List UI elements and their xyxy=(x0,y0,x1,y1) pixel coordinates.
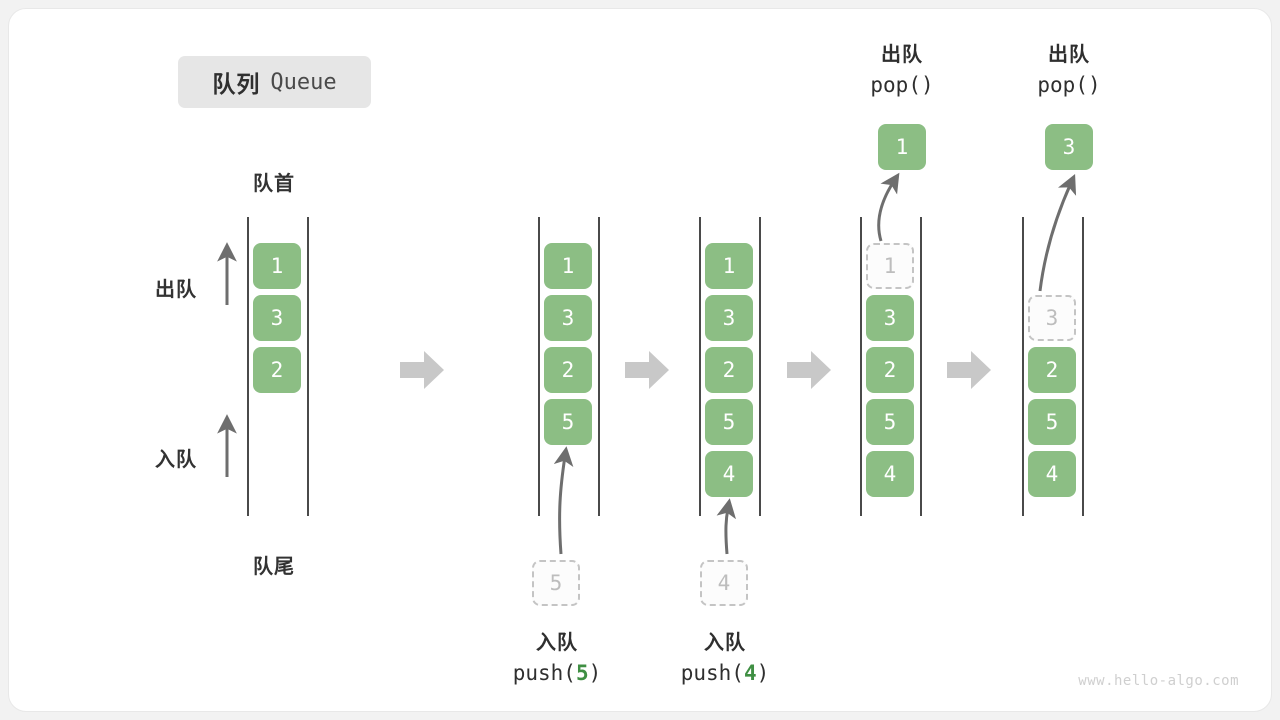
panel2-element-1: 3 xyxy=(544,295,592,341)
pop-1-arrow xyxy=(877,172,900,242)
pop-1-result-box: 1 xyxy=(878,124,926,170)
panel5-rail-right xyxy=(1082,217,1084,516)
panel2-rail-left xyxy=(538,217,540,516)
pop-3-caption-code: pop() xyxy=(1037,73,1101,97)
title-english: Queue xyxy=(270,69,337,95)
pop-3-caption-cn: 出队 xyxy=(1048,44,1090,66)
push-5-caption-cn: 入队 xyxy=(536,632,578,654)
panel4-element-3: 4 xyxy=(866,451,914,497)
pop-1-caption-code: pop() xyxy=(870,73,934,97)
pop-3-arrow xyxy=(1038,173,1077,292)
panel1-element-1: 3 xyxy=(253,295,301,341)
watermark: www.hello-algo.com xyxy=(1078,673,1239,689)
panel2-element-2: 2 xyxy=(544,347,592,393)
panel5-element-2: 4 xyxy=(1028,451,1076,497)
step-arrow-1 xyxy=(400,351,444,389)
panel1-rail-left xyxy=(247,217,249,516)
panel5-popped-ghost: 3 xyxy=(1028,295,1076,341)
dequeue-direction-label: 出队 xyxy=(155,279,197,301)
step-arrow-2 xyxy=(625,351,669,389)
push-5-arrow xyxy=(553,446,574,555)
panel3-element-2: 2 xyxy=(705,347,753,393)
panel1-element-0: 1 xyxy=(253,243,301,289)
enqueue-direction-label: 入队 xyxy=(155,449,197,471)
panel1-element-2: 2 xyxy=(253,347,301,393)
panel5-rail-left xyxy=(1022,217,1024,516)
panel4-element-1: 2 xyxy=(866,347,914,393)
panel4-element-0: 3 xyxy=(866,295,914,341)
panel3-element-4: 4 xyxy=(705,451,753,497)
diagram-card: 队列 Queue 队首 队尾 出队 入队 1 3 2 1 3 2 5 5 入队 … xyxy=(8,8,1272,712)
panel4-rail-right xyxy=(920,217,922,516)
panel3-element-0: 1 xyxy=(705,243,753,289)
panel5-element-0: 2 xyxy=(1028,347,1076,393)
panel2-incoming-ghost: 5 xyxy=(532,560,580,606)
step-arrow-3 xyxy=(787,351,831,389)
panel2-element-0: 1 xyxy=(544,243,592,289)
panel3-rail-left xyxy=(699,217,701,516)
panel4-rail-left xyxy=(860,217,862,516)
panel3-element-3: 5 xyxy=(705,399,753,445)
panel2-rail-right xyxy=(598,217,600,516)
panel3-rail-right xyxy=(759,217,761,516)
push-5-caption-code: push(5) xyxy=(512,661,602,685)
pop-3-caption: 出队 pop() xyxy=(979,41,1159,100)
title-badge: 队列 Queue xyxy=(178,56,371,108)
pop-1-caption-cn: 出队 xyxy=(881,44,923,66)
panel3-element-1: 3 xyxy=(705,295,753,341)
step-arrow-4 xyxy=(947,351,991,389)
push-4-caption-code: push(4) xyxy=(680,661,770,685)
panel3-incoming-ghost: 4 xyxy=(700,560,748,606)
panel5-element-1: 5 xyxy=(1028,399,1076,445)
panel1-rail-right xyxy=(307,217,309,516)
pop-1-caption: 出队 pop() xyxy=(812,41,992,100)
panel4-element-2: 5 xyxy=(866,399,914,445)
queue-tail-label: 队尾 xyxy=(253,556,295,578)
pop-3-result-box: 3 xyxy=(1045,124,1093,170)
push-4-arrow xyxy=(716,498,737,555)
push-4-caption-cn: 入队 xyxy=(704,632,746,654)
title-chinese: 队列 xyxy=(212,71,261,97)
panel2-element-3: 5 xyxy=(544,399,592,445)
queue-head-label: 队首 xyxy=(253,173,295,195)
panel4-popped-ghost: 1 xyxy=(866,243,914,289)
push-4-caption: 入队 push(4) xyxy=(635,629,815,688)
push-5-caption: 入队 push(5) xyxy=(467,629,647,688)
